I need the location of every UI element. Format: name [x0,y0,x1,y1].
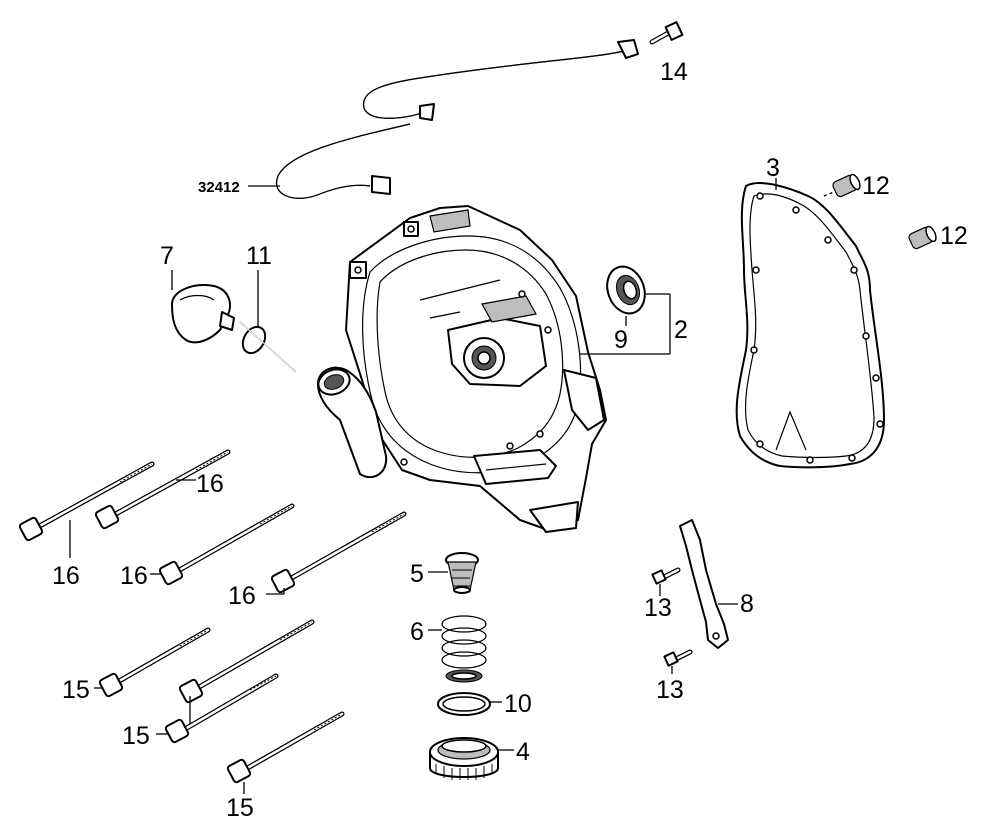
crankcase-cover-2 [317,205,607,533]
callout-15-c: 15 [226,794,254,822]
spring-6 [441,615,487,683]
callout-11: 11 [246,242,272,270]
bolt-15-b [178,619,315,704]
callout-13-a: 13 [644,594,672,622]
callout-15-a: 15 [62,676,90,704]
bolt-14 [649,21,684,45]
callout-4: 4 [516,738,530,766]
callout-16-b: 16 [196,470,224,498]
callout-6: 6 [410,618,424,646]
callout-16-a: 16 [52,562,80,590]
bolt-15-d [226,711,345,784]
callout-16-d: 16 [228,582,256,610]
bolt-15-a [98,627,211,698]
callout-15-b: 15 [122,722,150,750]
bracket-8 [679,519,729,649]
callout-7: 7 [160,242,174,270]
bolt-13-a [651,567,681,585]
oring-11 [239,321,297,373]
dipstick-cap-7 [171,284,235,344]
callout-12-a: 12 [862,172,890,200]
oil-seal-9 [606,265,646,315]
bolt-16-b [94,449,231,530]
callout-13-b: 13 [656,676,684,704]
oring-10 [437,692,491,716]
dowel-12-a [832,173,861,198]
callout-5: 5 [410,560,424,588]
dowel-12-b [908,225,937,250]
callout-9: 9 [614,326,628,354]
callout-10: 10 [504,690,532,718]
callout-12-b: 12 [940,222,968,250]
callout-8: 8 [740,590,754,618]
wire-harness-32412 [275,39,639,199]
bolt-16-d [270,511,407,594]
strainer-5 [445,552,479,594]
bolt-15-c [164,673,279,744]
bolt-16-c [158,503,295,586]
drain-plug-4 [429,737,499,780]
callout-14: 14 [660,58,688,86]
callout-32412: 32412 [198,179,240,196]
callout-3: 3 [766,154,780,182]
gasket-3 [735,182,885,469]
bolt-13-b [663,649,693,667]
callout-2: 2 [674,316,688,344]
bolt-16-a [18,461,155,542]
callout-16-c: 16 [120,562,148,590]
